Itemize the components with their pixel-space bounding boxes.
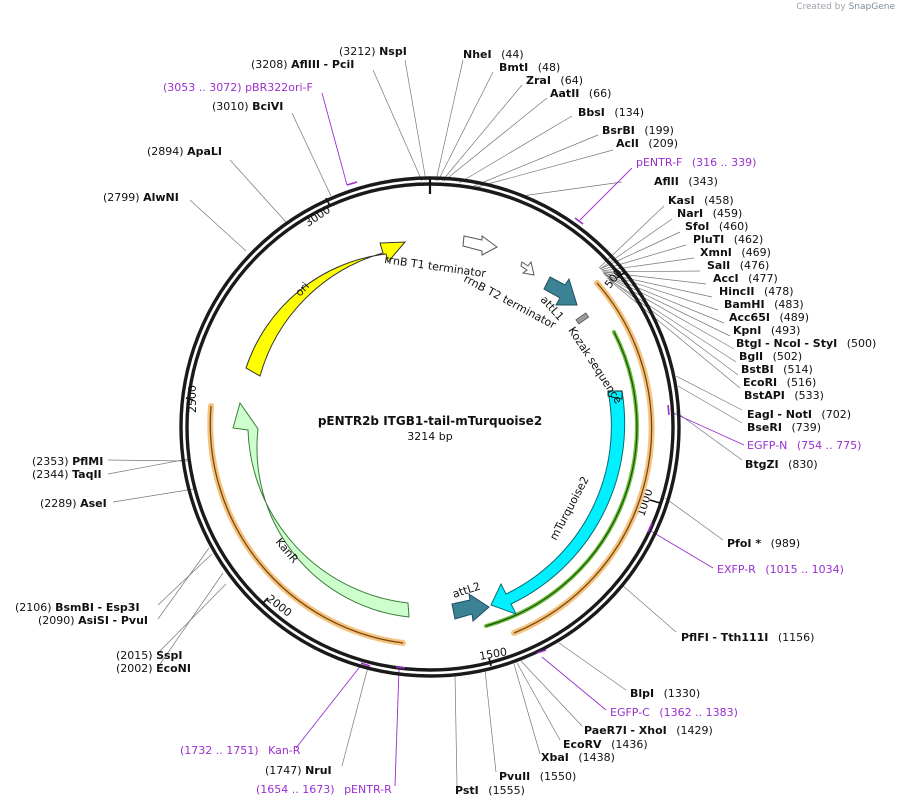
site-acci: AccI (477) — [713, 272, 778, 285]
site-afliii: (3208) AflIII - PciI — [251, 58, 354, 71]
site-labels: (3212) NspI (3208) AflIII - PciI (3010) … — [15, 45, 876, 797]
site-acli: AclI (209) — [616, 137, 678, 150]
site-hincii: HincII (478) — [719, 285, 794, 298]
primer-pentr-r: (1654 .. 1673) pENTR-R — [256, 783, 392, 796]
site-bsmbi: (2106) BsmBI - Esp3I — [15, 601, 140, 614]
plasmid-name: pENTR2b ITGB1-tail-mTurquoise2 — [318, 414, 542, 428]
primer-exfp-r: EXFP-R (1015 .. 1034) — [717, 563, 844, 576]
attl2-label: attL2 — [451, 580, 482, 601]
scale-ticks — [185, 197, 661, 667]
site-econi: (2002) EcoNI — [116, 662, 191, 675]
primer-leader-lines — [295, 92, 745, 787]
site-asisi: (2090) AsiSI - PvuI — [38, 614, 148, 627]
site-aflii: AflII (343) — [654, 175, 718, 188]
site-pfoi: PfoI * (989) — [727, 537, 800, 550]
site-alwni: (2799) AlwNI — [103, 191, 179, 204]
primer-labels: (3053 .. 3072) pBR322ori-F pENTR-F (316 … — [163, 81, 861, 796]
kozak-marker — [575, 312, 590, 325]
site-psti: PstI (1555) — [455, 784, 525, 797]
site-ecori: EcoRI (516) — [743, 376, 816, 389]
ori-arrow — [245, 241, 407, 377]
primer-pbr322ori-f: (3053 .. 3072) pBR322ori-F — [163, 81, 313, 94]
credit-prefix: Created by — [796, 2, 846, 12]
site-ecorv: EcoRV (1436) — [563, 738, 648, 751]
site-bstbi: BstBI (514) — [741, 363, 813, 376]
site-bamhi: BamHI (483) — [724, 298, 804, 311]
site-btgi: BtgI - NcoI - StyI (500) — [736, 337, 876, 350]
site-xmni: XmnI (469) — [700, 246, 771, 259]
site-asei: (2289) AseI — [40, 497, 107, 510]
mturquoise2-arrow — [490, 390, 626, 615]
site-bgli: BglI (502) — [739, 350, 802, 363]
site-sfoi: SfoI (460) — [685, 220, 748, 233]
rrnb-t1-arrow — [462, 235, 498, 256]
primer-egfp-c: EGFP-C (1362 .. 1383) — [610, 706, 738, 719]
site-paer7i: PaeR7I - XhoI (1429) — [584, 724, 713, 737]
site-pluti: PluTI (462) — [693, 233, 763, 246]
annotation-bands — [207, 280, 655, 646]
mturquoise2-start-mark — [607, 390, 623, 400]
site-aatii: AatII (66) — [550, 87, 611, 100]
site-bmti: BmtI (48) — [499, 61, 560, 74]
site-kasi: KasI (458) — [668, 194, 734, 207]
primer-pentr-f: pENTR-F (316 .. 339) — [636, 156, 756, 169]
site-bseri: BseRI (739) — [747, 421, 821, 434]
primer-markers — [346, 181, 670, 669]
site-pflmi: (2353) PflMI — [32, 455, 103, 468]
site-bcivi: (3010) BciVI — [212, 100, 283, 113]
attl2-arrow — [451, 592, 490, 622]
site-bsrbi: BsrBI (199) — [602, 124, 674, 137]
site-pvuii: PvuII (1550) — [499, 770, 576, 783]
features — [232, 235, 626, 622]
site-nrui: (1747) NruI — [265, 764, 332, 777]
plasmid-length: 3214 bp — [407, 430, 452, 443]
site-bstapi: BstAPI (533) — [744, 389, 824, 402]
site-sali: SalI (476) — [707, 259, 769, 272]
site-zrai: ZraI (64) — [526, 74, 583, 87]
snapgene-credit: Created by SnapGene — [796, 2, 895, 12]
site-blpi: BlpI (1330) — [630, 687, 700, 700]
kanr-arrow — [232, 401, 410, 618]
attl1-arrow — [543, 276, 578, 306]
site-nspi: (3212) NspI — [339, 45, 407, 58]
site-bbsi: BbsI (134) — [578, 106, 644, 119]
tick-2500: 2500 — [186, 385, 199, 413]
site-xbai: XbaI (1438) — [541, 751, 615, 764]
rrnb-t2-arrow — [520, 260, 535, 276]
snapgene-logo-text: SnapGene — [848, 2, 895, 12]
site-btgzi: BtgZI (830) — [745, 458, 818, 471]
site-acc65i: Acc65I (489) — [729, 311, 809, 324]
site-sspi: (2015) SspI — [116, 649, 183, 662]
site-nari: NarI (459) — [677, 207, 742, 220]
site-pflfi: PflFI - Tth111I (1156) — [681, 631, 814, 644]
site-apali: (2894) ApaLI — [147, 145, 222, 158]
primer-egfp-n: EGFP-N (754 .. 775) — [747, 439, 861, 452]
primer-kan-r: (1732 .. 1751) Kan-R — [180, 744, 301, 757]
site-kpni: KpnI (493) — [733, 324, 800, 337]
site-eagi: EagI - NotI (702) — [747, 408, 851, 421]
site-nhei: NheI (44) — [463, 48, 524, 61]
tick-1500: 1500 — [478, 645, 508, 663]
site-taqii: (2344) TaqII — [32, 468, 102, 481]
